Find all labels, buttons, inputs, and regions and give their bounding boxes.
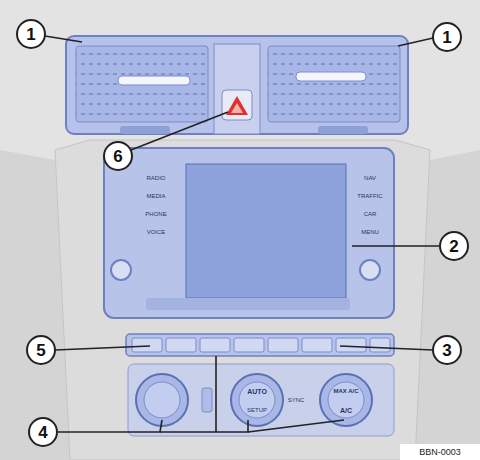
button-label: RADIO — [146, 175, 165, 181]
button-label: MEDIA — [146, 193, 165, 199]
button-label: SYNC — [288, 397, 305, 403]
callout-number: 5 — [36, 342, 45, 359]
callout-number: 3 — [442, 342, 451, 359]
callout-number: 4 — [38, 424, 47, 441]
figure-code: BBN-0003 — [419, 448, 461, 457]
button-label: VOICE — [147, 229, 166, 235]
button-label: PHONE — [145, 211, 166, 217]
callout-number: 1 — [442, 29, 451, 46]
button-label: CAR — [364, 211, 377, 217]
button-label: MENU — [361, 229, 379, 235]
button-label: TRAFFIC — [357, 193, 382, 199]
button-label: NAV — [364, 175, 376, 181]
callout-number: 1 — [26, 26, 35, 43]
knob-label: MAX A/C — [333, 388, 358, 394]
knob-label: A/C — [340, 407, 352, 414]
callout-number: 6 — [113, 148, 122, 165]
knob-label: AUTO — [247, 388, 267, 395]
callout-number: 2 — [449, 238, 458, 255]
knob-label: SETUP — [247, 407, 267, 413]
